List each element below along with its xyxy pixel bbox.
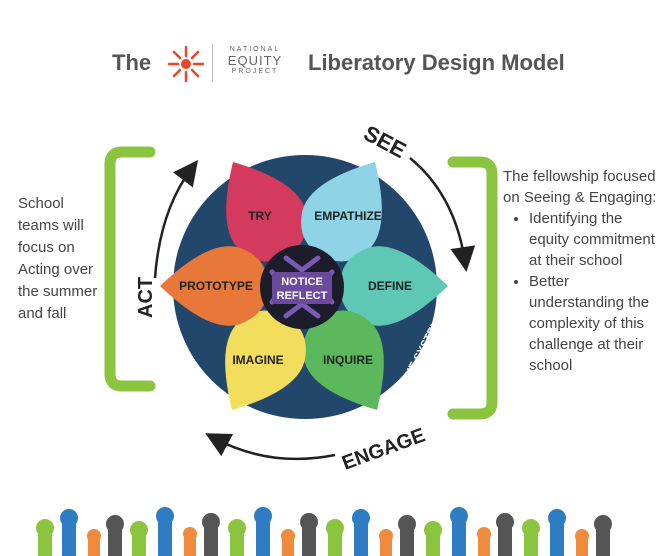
hand-icon (424, 521, 442, 556)
hand-icon (575, 529, 589, 556)
hand-icon (398, 515, 416, 556)
logo-wordmark: NATIONAL EQUITY PROJECT (222, 46, 288, 75)
petal-label-inquire: INQUIRE (323, 353, 373, 367)
hand-icon (594, 515, 612, 556)
petal-empathize (301, 162, 382, 262)
label-act: ACT (135, 277, 157, 318)
logo-equity: EQUITY (227, 53, 283, 68)
hand-icon (36, 519, 54, 556)
hand-icon (548, 509, 566, 556)
right-note-bullet: Better understanding the complexity of t… (529, 271, 663, 376)
hand-icon (326, 519, 344, 556)
label-see: SEE (360, 120, 411, 163)
logo-divider (212, 44, 213, 82)
hand-icon (254, 507, 272, 556)
title-prefix: The (112, 50, 152, 75)
petal-imagine (225, 310, 306, 410)
hand-icon (106, 515, 124, 556)
hand-icon (202, 513, 220, 556)
right-note-list: Identifying the equity commitment at the… (503, 208, 663, 376)
label-engage: ENGAGE (339, 424, 428, 474)
petal-define (340, 246, 448, 326)
hand-icon (352, 509, 370, 556)
left-note: School teams will focus on Acting over t… (18, 195, 98, 322)
petal-label-prototype: PROTOTYPE (179, 279, 253, 293)
center-label-notice: NOTICE (281, 276, 323, 288)
hand-icon (130, 521, 148, 556)
page-title: Liberatory Design Model (308, 50, 565, 75)
nep-logo-icon (167, 45, 205, 83)
hand-icon (281, 529, 295, 556)
petal-inquire (303, 310, 384, 410)
hand-icon (450, 507, 468, 556)
right-note-bullet: Identifying the equity commitment at the… (529, 208, 663, 271)
right-bracket (447, 156, 498, 420)
right-note: The fellowship focused on Seeing & Engag… (503, 166, 663, 376)
hand-icon (477, 527, 491, 556)
hand-icon (156, 507, 174, 556)
hand-icon (60, 509, 78, 556)
hand-icon (183, 527, 197, 556)
hand-icon (379, 529, 393, 556)
petal-label-empathize: EMPATHIZE (314, 209, 382, 223)
hand-icon (300, 513, 318, 556)
logo-project: PROJECT (231, 68, 279, 75)
left-bracket (104, 146, 156, 392)
center-hub (260, 245, 344, 329)
hand-icon (522, 519, 540, 556)
arrow-act (153, 160, 199, 279)
hand-icon (87, 529, 101, 556)
hand-icon (228, 519, 246, 556)
petal-try (226, 162, 307, 262)
hands-footer (36, 507, 612, 556)
hand-icon (496, 513, 514, 556)
petal-label-define: DEFINE (368, 279, 412, 293)
petal-label-imagine: IMAGINE (232, 353, 283, 367)
arrow-see (409, 157, 476, 272)
arrow-engage (205, 433, 336, 461)
logo-national: NATIONAL (229, 46, 281, 53)
petal-label-try: TRY (248, 209, 272, 223)
petal-prototype (160, 246, 268, 326)
center-label-reflect: REFLECT (277, 290, 328, 302)
right-note-intro: The fellowship focused on Seeing & Engag… (503, 168, 657, 206)
